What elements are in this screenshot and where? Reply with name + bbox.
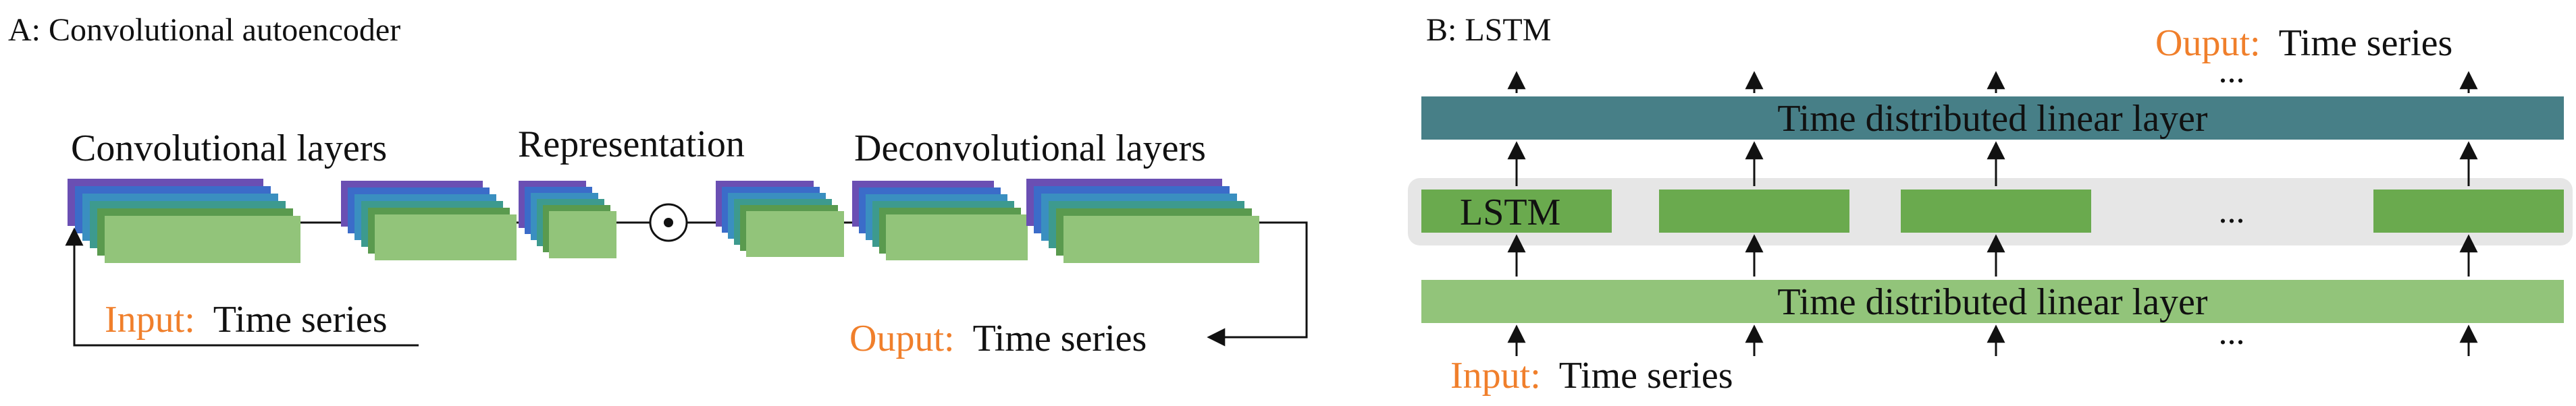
deconv-stack-2-layer-6 (1063, 216, 1259, 263)
panel-b-title: B: LSTM (1426, 12, 1551, 48)
lstm-cell-label: LSTM (1460, 192, 1560, 233)
conv-layers-label: Convolutional layers (71, 127, 387, 169)
representation-label: Representation (518, 123, 745, 165)
lstm-cell-2 (1659, 190, 1849, 233)
panel-b-input-label: Input: Time series (1450, 355, 1733, 397)
deconv-stack-2 (1026, 179, 1259, 263)
input-arrow (65, 227, 419, 347)
conv-stack-2 (341, 181, 517, 260)
bottom-ellipsis: ... (2219, 314, 2245, 352)
deconv-layers-label: Deconvolutional layers (854, 127, 1206, 169)
panel-a-title: A: Convolutional autoencoder (8, 12, 400, 48)
panel-b-arrows (1507, 71, 2478, 356)
layer-stacks (68, 179, 1259, 263)
lstm-cell-4 (2373, 190, 2564, 233)
panel-b: B: LSTM Ouput: Time series Time distribu… (1408, 12, 2573, 397)
panel-b-output-text: Time series (2279, 22, 2453, 64)
repr-stack-2-layer-6 (746, 211, 844, 257)
repr-stack-1 (519, 181, 616, 258)
bottom-linear-layer (1421, 280, 2564, 323)
conv-stack-1 (68, 179, 300, 263)
lstm-cell-1 (1421, 190, 1612, 233)
lstm-cell-3 (1901, 190, 2091, 233)
repr-stack-1-layer-6 (549, 211, 616, 258)
deconv-stack-1 (852, 181, 1028, 260)
panel-b-input-prefix: Input: (1450, 355, 1541, 397)
conv-stack-2-layer-6 (375, 214, 517, 260)
output-prefix: Ouput: (849, 318, 955, 359)
output-label: Ouput: Time series (849, 318, 1147, 359)
panel-b-input-text: Time series (1559, 355, 1733, 397)
lstm-ellipsis: ... (2219, 192, 2245, 231)
input-text: Time series (213, 299, 388, 341)
output-text: Time series (973, 318, 1147, 359)
bottom-linear-layer-label: Time distributed linear layer (1777, 281, 2207, 323)
panel-b-output-label: Ouput: Time series (2155, 22, 2452, 64)
panel-a: A: Convolutional autoencoder Convolution… (8, 12, 1308, 359)
top-linear-layer (1421, 96, 2564, 140)
input-label: Input: Time series (105, 299, 387, 341)
repr-stack-2 (716, 181, 844, 257)
input-prefix: Input: (105, 299, 195, 341)
output-arrow (1207, 221, 1308, 347)
top-ellipsis: ... (2219, 52, 2245, 90)
elementwise-product-symbol (649, 203, 688, 242)
panel-b-output-prefix: Ouput: (2155, 22, 2261, 64)
conv-stack-1-layer-6 (105, 216, 300, 263)
deconv-stack-1-layer-6 (886, 214, 1028, 260)
top-linear-layer-label: Time distributed linear layer (1777, 98, 2207, 140)
